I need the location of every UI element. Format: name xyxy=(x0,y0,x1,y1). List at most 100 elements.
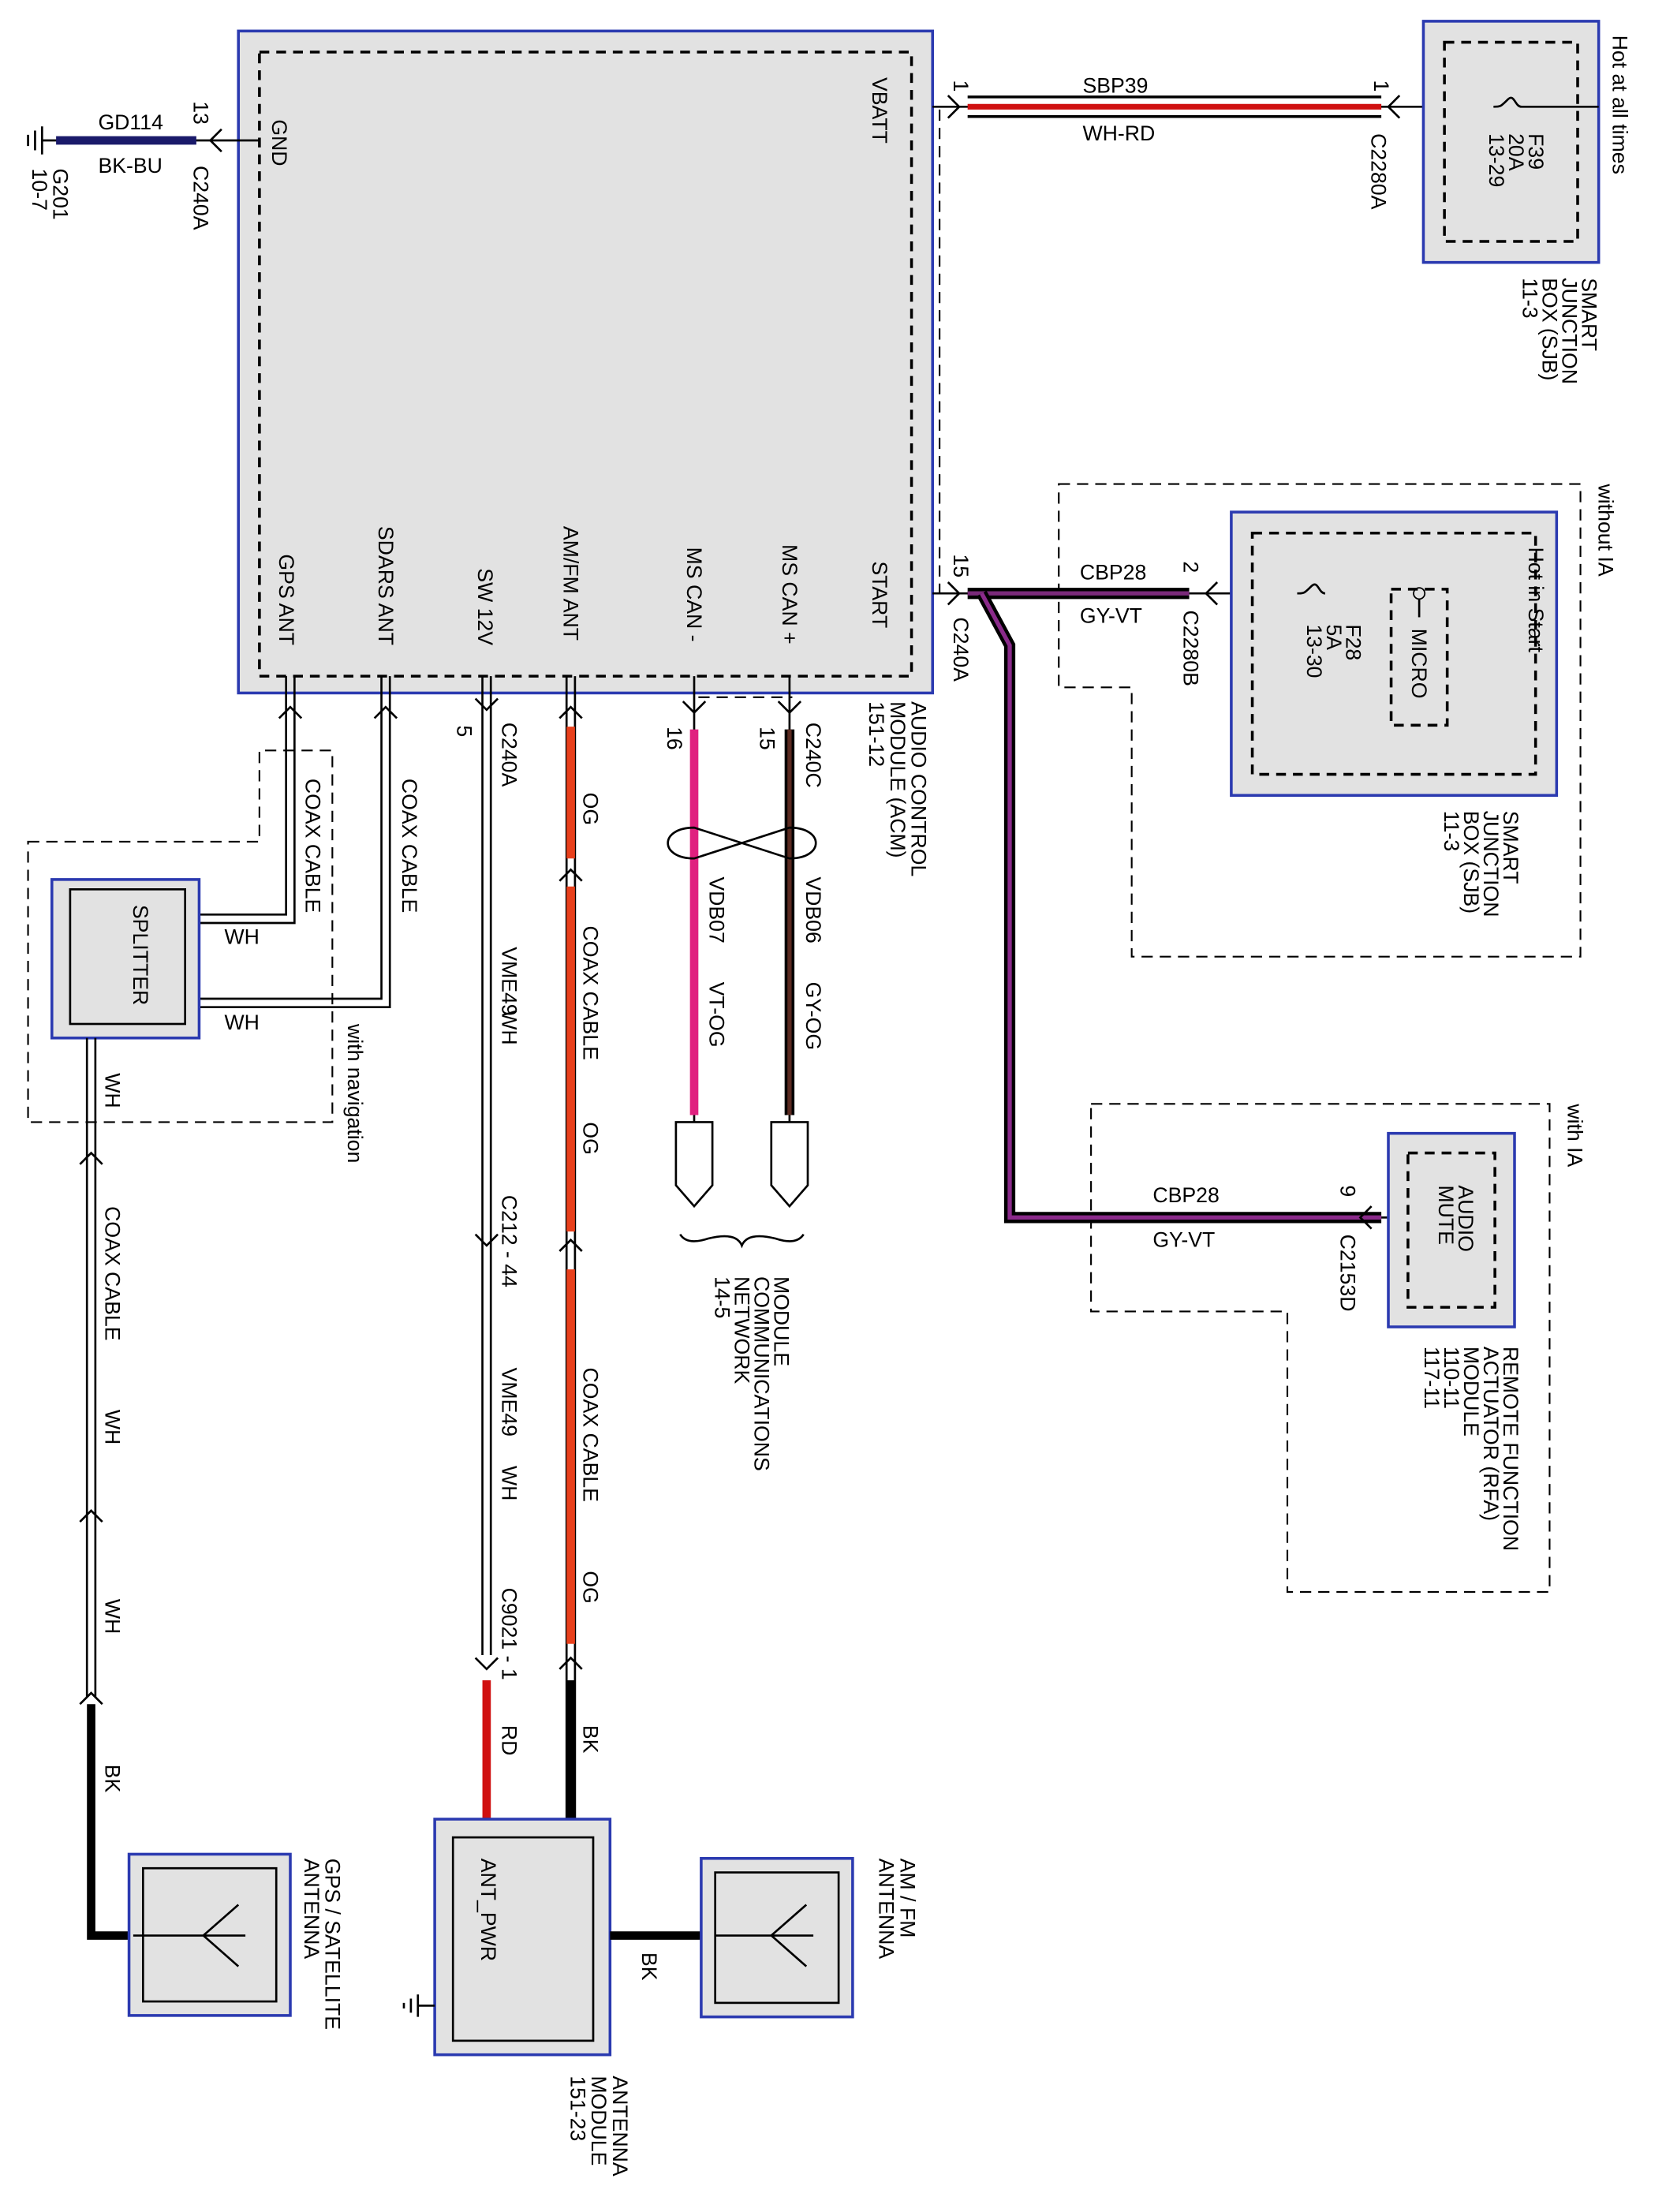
vbatt-circuit: SBP39 WH-RD 1 1 C2280A xyxy=(932,74,1424,210)
sjb_top-fuse-1-label: 20A xyxy=(1504,133,1528,171)
nav-coax-label: COAX CABLE xyxy=(100,1206,124,1340)
can-connector-label: C240C xyxy=(801,723,825,788)
gps_antenna-label-0-label: GPS / SATELLITE xyxy=(320,1859,344,2030)
acm-label-2-label: 151-12 xyxy=(865,701,888,767)
start-pin_sjb-label: 2 xyxy=(1179,561,1202,573)
sjb_top-hot-label: Hot at all times xyxy=(1608,35,1631,174)
acm-label-1-label: MODULE (ACM) xyxy=(886,701,910,858)
sjb_bottom-fuse-0-label: F28 xyxy=(1342,624,1365,660)
rfa-pin-label: 9 xyxy=(1336,1185,1360,1197)
sw12v-inline2-label: C9021 - 1 xyxy=(497,1588,521,1680)
vbatt-circuit-label: SBP39 xyxy=(1082,74,1148,98)
vbatt-connector-label: C2280A xyxy=(1367,133,1391,210)
sw12v-color2-label: WH xyxy=(497,1466,521,1500)
amfm-og2-label: OG xyxy=(579,1122,603,1154)
ground-ground_point-0-label: G201 xyxy=(49,169,73,220)
can-pin_minus-label: 16 xyxy=(663,727,686,750)
pin-gps-ant: GPS ANT xyxy=(275,554,298,645)
amfm-bk-label: BK xyxy=(579,1725,603,1754)
nav-wh2-label: WH xyxy=(224,1011,259,1034)
sw12v-inline1-label: C212 - 44 xyxy=(497,1195,521,1287)
start-circuit: 15 C240A CBP28 GY-VT 2 C2280B xyxy=(932,554,1543,1230)
acm-label-0-label: AUDIO CONTROL xyxy=(907,701,931,876)
rfa-label-3-label: 110-11 xyxy=(1440,1347,1463,1409)
sjb_bottom-micro-label: MICRO xyxy=(1407,629,1431,699)
rfa-label-1-label: ACTUATOR (RFA) xyxy=(1479,1347,1503,1521)
without-ia-region xyxy=(1058,483,1582,958)
start-color-label: GY-VT xyxy=(1080,604,1142,628)
nav-wh5-label: WH xyxy=(100,1599,124,1634)
sjb_top-label-0-label: SMART xyxy=(1577,278,1601,351)
rfa-label-0-label: REMOTE FUNCTION xyxy=(1499,1347,1522,1551)
svg-text:F3920A13-29: F3920A13-29 xyxy=(1485,133,1548,187)
ground-icon xyxy=(27,126,43,155)
pin-vbatt: VBATT xyxy=(868,77,891,144)
svg-text:AUDIOMUTE: AUDIOMUTE xyxy=(1434,1185,1477,1251)
start-circuit-label: CBP28 xyxy=(1080,560,1146,584)
rfa-label-4-label: 117-11 xyxy=(1420,1347,1444,1409)
connector-end-icon xyxy=(770,1121,809,1209)
fuse-icon xyxy=(1493,96,1599,108)
svg-text:AM / FMANTENNA: AM / FMANTENNA xyxy=(875,1859,920,1960)
fuse-icon xyxy=(1297,583,1326,595)
amfm-antenna: AM / FMANTENNA xyxy=(700,1857,920,2019)
start-pin-label: 15 xyxy=(949,554,973,577)
sjb_top-label-1-label: JUNCTION xyxy=(1557,278,1581,384)
can-pin_plus-label: 15 xyxy=(756,727,779,750)
rfa-label-2-label: MODULE xyxy=(1459,1347,1483,1437)
amfm-coax1-label: COAX CABLE xyxy=(579,926,603,1060)
nav-wh3-label: WH xyxy=(100,1073,124,1108)
antenna_module-inner-label: ANT_PWR xyxy=(476,1859,500,1961)
nav-splitter-label: SPLITTER xyxy=(129,905,152,1005)
rfa-connector-label: C2153D xyxy=(1336,1235,1360,1312)
ground-circuit: GD114 BK-BU 13 C240A G20110-7 xyxy=(27,101,260,230)
nav-gps_coax-label: COAX CABLE xyxy=(301,779,325,913)
sjb_top-fuse-2-label: 13-29 xyxy=(1485,133,1508,187)
sjb_bottom-label-2-label: BOX (SJB) xyxy=(1459,811,1483,914)
antenna-icon xyxy=(715,1904,814,1967)
svg-text:ANTENNAMODULE151-23: ANTENNAMODULE151-23 xyxy=(566,2076,632,2177)
antenna-module: ANT_PWR BK ANTENNAMODULE151-23 xyxy=(402,1818,704,2177)
can-network-0-label: MODULE xyxy=(769,1276,793,1366)
ground-icon xyxy=(402,1994,435,2017)
gps-satellite-antenna: GPS / SATELLITEANTENNA xyxy=(127,1852,345,2030)
start-connector-label: C240A xyxy=(949,617,973,682)
sw12v-circuit1-label: VME49 xyxy=(497,947,521,1015)
svg-text:MODULECOMMUNICATIONSNETWORK14-: MODULECOMMUNICATIONSNETWORK14-5 xyxy=(711,1276,794,1471)
amfm_antenna-label-0-label: AM / FM xyxy=(895,1859,919,1938)
smart-junction-box-top: Hot at all times F3920A13-29 SMARTJUNCTI… xyxy=(1421,20,1631,384)
nav-wh1-label: WH xyxy=(224,925,259,949)
remote-function-actuator-module: with IA AUDIOMUTE CBP28 GY-VT 9 C2153D R… xyxy=(1152,1103,1586,1551)
sjb_bottom-fuse-2-label: 13-30 xyxy=(1302,624,1326,678)
amfm-coax2-label: COAX CABLE xyxy=(579,1368,603,1502)
ground-ground_point-1-label: 10-7 xyxy=(28,169,51,211)
pin-start: START xyxy=(868,561,891,628)
svg-text:REMOTE FUNCTIONACTUATOR (RFA)M: REMOTE FUNCTIONACTUATOR (RFA)MODULE110-1… xyxy=(1420,1347,1522,1551)
smart-junction-box-bottom: without IA Hot in Start MICRO F285A13-30… xyxy=(1230,484,1618,917)
sjb_top-label-2-label: BOX (SJB) xyxy=(1538,278,1562,380)
amfm-og3-label: OG xyxy=(579,1571,603,1603)
rfa-color-label: GY-VT xyxy=(1152,1228,1215,1252)
ground-connector-label: C240A xyxy=(189,166,212,230)
with-ia-region xyxy=(1090,1103,1551,1594)
antenna_module-label-1-label: MODULE xyxy=(587,2076,611,2165)
ground-color-label: BK-BU xyxy=(98,154,162,177)
twisted-pair-icon xyxy=(667,826,817,860)
sw12v-rd-label: RD xyxy=(497,1725,521,1756)
sw12v-circuit: C240A 5 VME49 WH C212 - 44 VME49 WH C902… xyxy=(453,676,521,1821)
pin-ms-can-plus: MS CAN + xyxy=(778,544,801,645)
svg-text:GPS / SATELLITEANTENNA: GPS / SATELLITEANTENNA xyxy=(300,1859,345,2030)
rfa-variant-label: with IA xyxy=(1563,1103,1587,1167)
amfm_antenna-label-1-label: ANTENNA xyxy=(875,1859,898,1960)
pin-ms-can-minus: MS CAN - xyxy=(682,547,706,642)
start-connector_sjb-label: C2280B xyxy=(1179,611,1202,686)
vbatt-color-label: WH-RD xyxy=(1082,121,1155,145)
sw12v-pin-label: 5 xyxy=(453,725,476,737)
gps_antenna-label-1-label: ANTENNA xyxy=(300,1859,323,1960)
sjb_bottom-label-0-label: SMART xyxy=(1499,811,1522,884)
sw12v-circuit2-label: VME49 xyxy=(497,1368,521,1437)
pin-sw12v: SW 12V xyxy=(473,568,497,645)
rfa-inner-0-label: AUDIO xyxy=(1454,1185,1477,1251)
antenna_module-bk-label: BK xyxy=(637,1952,661,1981)
can-plus_color-label: GY-OG xyxy=(801,982,825,1050)
